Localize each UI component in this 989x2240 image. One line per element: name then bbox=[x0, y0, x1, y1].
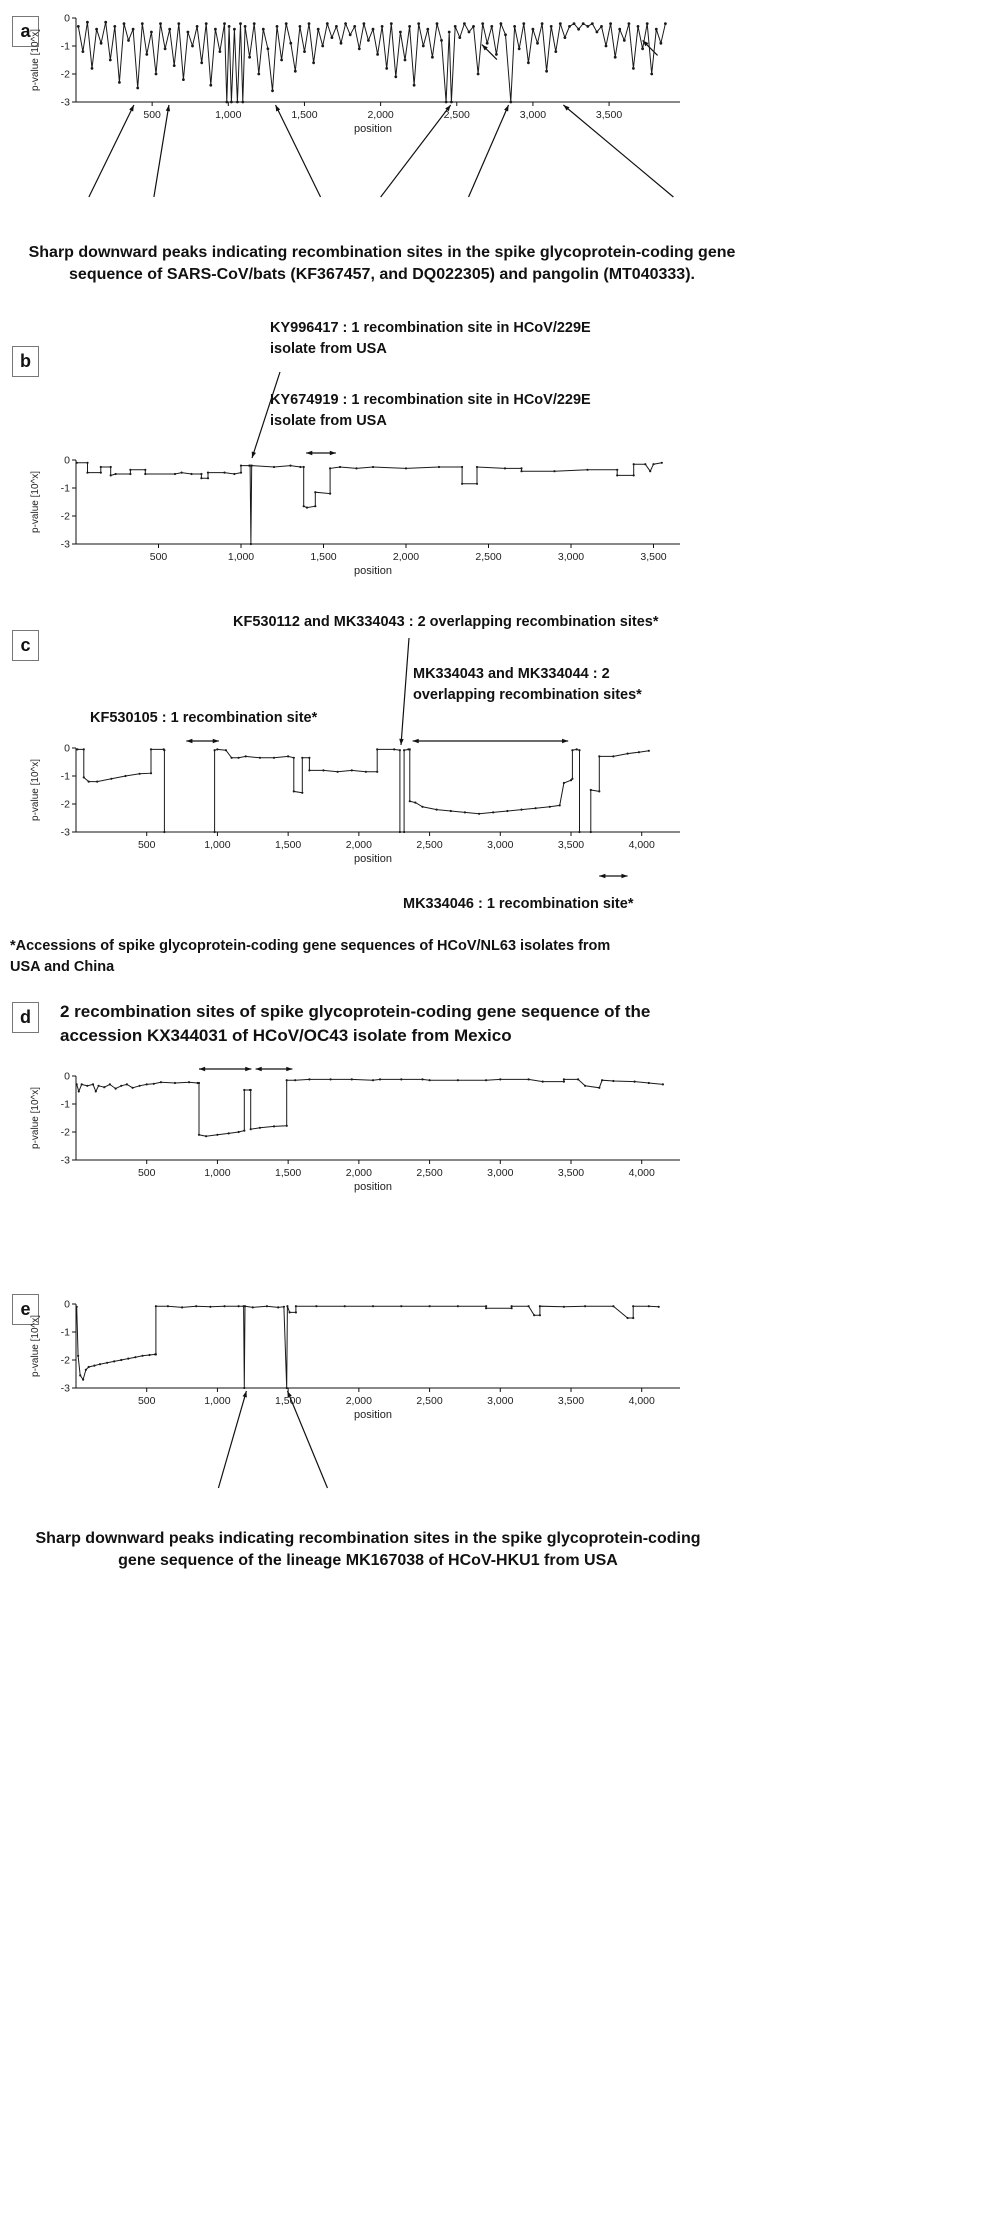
svg-text:-1: -1 bbox=[61, 41, 70, 53]
svg-text:-2: -2 bbox=[61, 1355, 70, 1367]
svg-text:position: position bbox=[354, 565, 392, 577]
svg-text:2,500: 2,500 bbox=[416, 1167, 442, 1179]
svg-text:500: 500 bbox=[138, 1167, 156, 1179]
svg-text:position: position bbox=[354, 123, 392, 135]
svg-text:1,500: 1,500 bbox=[275, 1395, 301, 1407]
svg-text:3,500: 3,500 bbox=[558, 1395, 584, 1407]
svg-text:1,000: 1,000 bbox=[204, 1395, 230, 1407]
svg-text:2,500: 2,500 bbox=[444, 109, 470, 121]
svg-text:0: 0 bbox=[64, 743, 70, 755]
panel-c-footnote: *Accessions of spike glycoprotein-coding… bbox=[10, 938, 611, 975]
panel-e-label: e bbox=[12, 1294, 39, 1325]
svg-text:3,500: 3,500 bbox=[596, 109, 622, 121]
svg-text:2,500: 2,500 bbox=[416, 839, 442, 851]
panel-c: c KF530112 and MK334043 : 2 overlapping … bbox=[8, 612, 758, 994]
svg-text:-2: -2 bbox=[61, 69, 70, 81]
svg-text:0: 0 bbox=[64, 13, 70, 25]
svg-text:4,000: 4,000 bbox=[629, 839, 655, 851]
svg-text:-1: -1 bbox=[61, 1327, 70, 1339]
svg-text:3,000: 3,000 bbox=[487, 1167, 513, 1179]
svg-text:p-value [10^x]: p-value [10^x] bbox=[30, 29, 41, 91]
panel-e-caption: Sharp downward peaks indicating recombin… bbox=[35, 1530, 701, 1569]
svg-text:position: position bbox=[354, 853, 392, 865]
svg-text:500: 500 bbox=[150, 551, 168, 563]
svg-text:position: position bbox=[354, 1409, 392, 1421]
svg-text:2,500: 2,500 bbox=[416, 1395, 442, 1407]
panel-a-label: a bbox=[12, 16, 39, 47]
svg-text:-3: -3 bbox=[61, 1155, 70, 1167]
svg-text:3,000: 3,000 bbox=[558, 551, 584, 563]
svg-text:1,000: 1,000 bbox=[215, 109, 241, 121]
svg-text:3,000: 3,000 bbox=[487, 1395, 513, 1407]
svg-text:-2: -2 bbox=[61, 511, 70, 523]
svg-text:-3: -3 bbox=[61, 827, 70, 839]
annotation-mk334043-mk334044: MK334043 and MK334044 : 2 overlapping re… bbox=[413, 666, 642, 703]
svg-text:-3: -3 bbox=[61, 539, 70, 551]
panel-d-label: d bbox=[12, 1002, 39, 1033]
annotation-kf530112-mk334043: KF530112 and MK334043 : 2 overlapping re… bbox=[233, 614, 659, 630]
svg-text:p-value [10^x]: p-value [10^x] bbox=[30, 759, 41, 821]
panel-e-chart: 500 1,000 1,500 2,000 2,500 3,000 3,500 4,000 0 -… bbox=[26, 1298, 682, 1527]
svg-text:4,000: 4,000 bbox=[629, 1167, 655, 1179]
svg-text:500: 500 bbox=[138, 839, 156, 851]
svg-text:0: 0 bbox=[64, 455, 70, 467]
svg-text:3,000: 3,000 bbox=[487, 839, 513, 851]
annotation-kf530105: KF530105 : 1 recombination site* bbox=[90, 710, 318, 726]
svg-text:1,000: 1,000 bbox=[204, 839, 230, 851]
svg-text:-3: -3 bbox=[61, 97, 70, 109]
annotation-ky996417: KY996417 : 1 recombination site in HCoV/… bbox=[270, 320, 591, 357]
panel-d: d 2 recombination sites of spike glycopr… bbox=[8, 998, 758, 1248]
svg-text:500: 500 bbox=[138, 1395, 156, 1407]
svg-text:-1: -1 bbox=[61, 483, 70, 495]
panel-e: e 500 1,000 1,500 2,000 2,500 3,000 3,500 4,000… bbox=[8, 1288, 758, 1668]
svg-text:3,500: 3,500 bbox=[558, 1167, 584, 1179]
svg-text:p-value [10^x]: p-value [10^x] bbox=[30, 1315, 41, 1377]
panel-b: b KY996417 : 1 recombination site in HCo… bbox=[8, 318, 758, 600]
svg-text:1,000: 1,000 bbox=[204, 1167, 230, 1179]
panel-a-caption: Sharp downward peaks indicating recombin… bbox=[28, 244, 736, 283]
svg-text:2,000: 2,000 bbox=[346, 1395, 372, 1407]
panel-a: a 500 1,000 1,500 2,000 2,500 3,000 3,500 0 -1 -2… bbox=[8, 8, 758, 304]
svg-text:3,500: 3,500 bbox=[558, 839, 584, 851]
svg-text:500: 500 bbox=[143, 109, 161, 121]
svg-text:1,500: 1,500 bbox=[310, 551, 336, 563]
svg-text:-1: -1 bbox=[61, 771, 70, 783]
svg-text:-1: -1 bbox=[61, 1099, 70, 1111]
svg-text:4,000: 4,000 bbox=[629, 1395, 655, 1407]
svg-text:0: 0 bbox=[64, 1071, 70, 1083]
panel-d-chart: 500 1,000 1,500 2,000 2,500 3,000 3,500 4,000 0 -… bbox=[26, 1062, 682, 1199]
svg-text:-2: -2 bbox=[61, 799, 70, 811]
svg-text:p-value [10^x]: p-value [10^x] bbox=[30, 1087, 41, 1149]
svg-text:0: 0 bbox=[64, 1299, 70, 1311]
svg-text:1,500: 1,500 bbox=[275, 1167, 301, 1179]
svg-text:2,000: 2,000 bbox=[346, 839, 372, 851]
svg-text:1,500: 1,500 bbox=[291, 109, 317, 121]
svg-text:-3: -3 bbox=[61, 1383, 70, 1395]
panel-b-chart: 500 1,000 1,500 2,000 2,500 3,000 3,500 0 -1 -2 -3… bbox=[26, 446, 682, 583]
svg-text:1,000: 1,000 bbox=[228, 551, 254, 563]
svg-text:position: position bbox=[354, 1181, 392, 1193]
panel-c-label: c bbox=[12, 630, 39, 661]
svg-text:1,500: 1,500 bbox=[275, 839, 301, 851]
svg-text:3,000: 3,000 bbox=[520, 109, 546, 121]
annotation-ky674919: KY674919 : 1 recombination site in HCoV/… bbox=[270, 392, 591, 429]
svg-text:2,000: 2,000 bbox=[393, 551, 419, 563]
panel-d-title: 2 recombination sites of spike glycoprot… bbox=[60, 1002, 651, 1045]
panel-b-label: b bbox=[12, 346, 39, 377]
svg-text:2,000: 2,000 bbox=[346, 1167, 372, 1179]
annotation-mk334046: MK334046 : 1 recombination site* bbox=[403, 896, 634, 912]
svg-text:-2: -2 bbox=[61, 1127, 70, 1139]
panel-a-chart: 500 1,000 1,500 2,000 2,500 3,000 3,500 0 -1 -2 -3… bbox=[26, 12, 682, 236]
svg-text:3,500: 3,500 bbox=[640, 551, 666, 563]
svg-text:2,000: 2,000 bbox=[367, 109, 393, 121]
svg-text:2,500: 2,500 bbox=[475, 551, 501, 563]
panel-c-chart: 500 1,000 1,500 2,000 2,500 3,000 3,500 4,000 0 -… bbox=[26, 734, 682, 893]
svg-text:p-value [10^x]: p-value [10^x] bbox=[30, 471, 41, 533]
